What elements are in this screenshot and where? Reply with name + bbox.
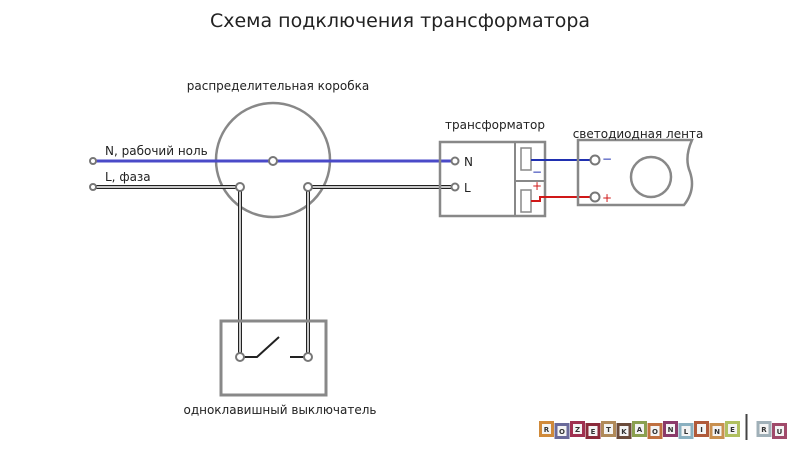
terminal-icon [589, 191, 601, 203]
switch-contact [240, 336, 308, 358]
terminals [89, 154, 601, 362]
logo-letter: U [777, 428, 783, 436]
led-strip-label: светодиодная лента [573, 127, 704, 141]
logo-tile-face [635, 424, 644, 434]
logo-letter: A [637, 426, 643, 434]
logo-tile-face [557, 426, 567, 436]
terminal-icon [450, 182, 460, 192]
led-plus: + [602, 191, 612, 205]
terminal-icon [450, 156, 460, 166]
terminal-icon [89, 157, 97, 165]
logo-letter: L [684, 428, 689, 436]
terminal-icon [303, 182, 313, 192]
logo-tile-face [573, 424, 582, 434]
led-minus: − [602, 152, 612, 166]
transformer-divider [514, 142, 545, 216]
transformer-plus: + [532, 179, 542, 193]
led-icon [629, 155, 673, 199]
positive-wire [531, 196, 594, 202]
terminal-icon [89, 183, 97, 191]
terminal-icon [268, 156, 278, 166]
terminal-icon [235, 352, 245, 362]
neutral-label: N, рабочий ноль [105, 144, 208, 158]
terminal-icon [235, 182, 245, 192]
logo-tile-face [619, 426, 629, 436]
terminal-l-label: L [464, 181, 471, 195]
logo-tile-face [775, 426, 784, 436]
terminal-icon [303, 352, 313, 362]
logo-letter: O [652, 428, 658, 436]
transformer-minus: − [532, 165, 542, 179]
logo-tile-face [728, 424, 737, 434]
logo-tile-face [759, 424, 769, 434]
logo-letter: O [559, 428, 565, 436]
logo-tile-face [666, 424, 675, 434]
logo-tile-face [697, 424, 706, 434]
logo-letter: R [544, 426, 550, 434]
logo-letter: E [591, 428, 596, 436]
logo-letter: R [761, 426, 767, 434]
output-terminal-minus [520, 147, 532, 171]
terminal-n-label: N [464, 155, 473, 169]
logo-tile-face [542, 424, 551, 434]
junction-box-label: распределительная коробка [187, 79, 369, 93]
logo-letter: K [621, 428, 627, 436]
logo-letter: E [730, 426, 735, 434]
logo-tile-face [604, 424, 613, 434]
logo-tile-face [650, 426, 660, 436]
phase-label: L, фаза [105, 170, 151, 184]
led-strip [576, 138, 694, 207]
switch-label: одноклавишный выключатель [183, 403, 376, 417]
diagram-title: Схема подключения трансформатора [210, 10, 590, 32]
transformer-box [438, 140, 547, 218]
switch-box [219, 319, 328, 397]
logo-letter: N [668, 426, 674, 434]
phase-wire [93, 185, 455, 357]
logo-tile-face [588, 426, 598, 436]
transformer-label: трансформатор [445, 118, 545, 132]
logo-tile-face [712, 426, 722, 436]
logo-letter: T [606, 426, 611, 434]
logo-tile-face [681, 426, 691, 436]
logo-letter: Z [575, 426, 580, 434]
logo-letter: N [714, 428, 720, 436]
logo-letter: I [700, 426, 703, 434]
terminal-icon [589, 154, 601, 166]
output-terminal-plus [520, 189, 532, 213]
